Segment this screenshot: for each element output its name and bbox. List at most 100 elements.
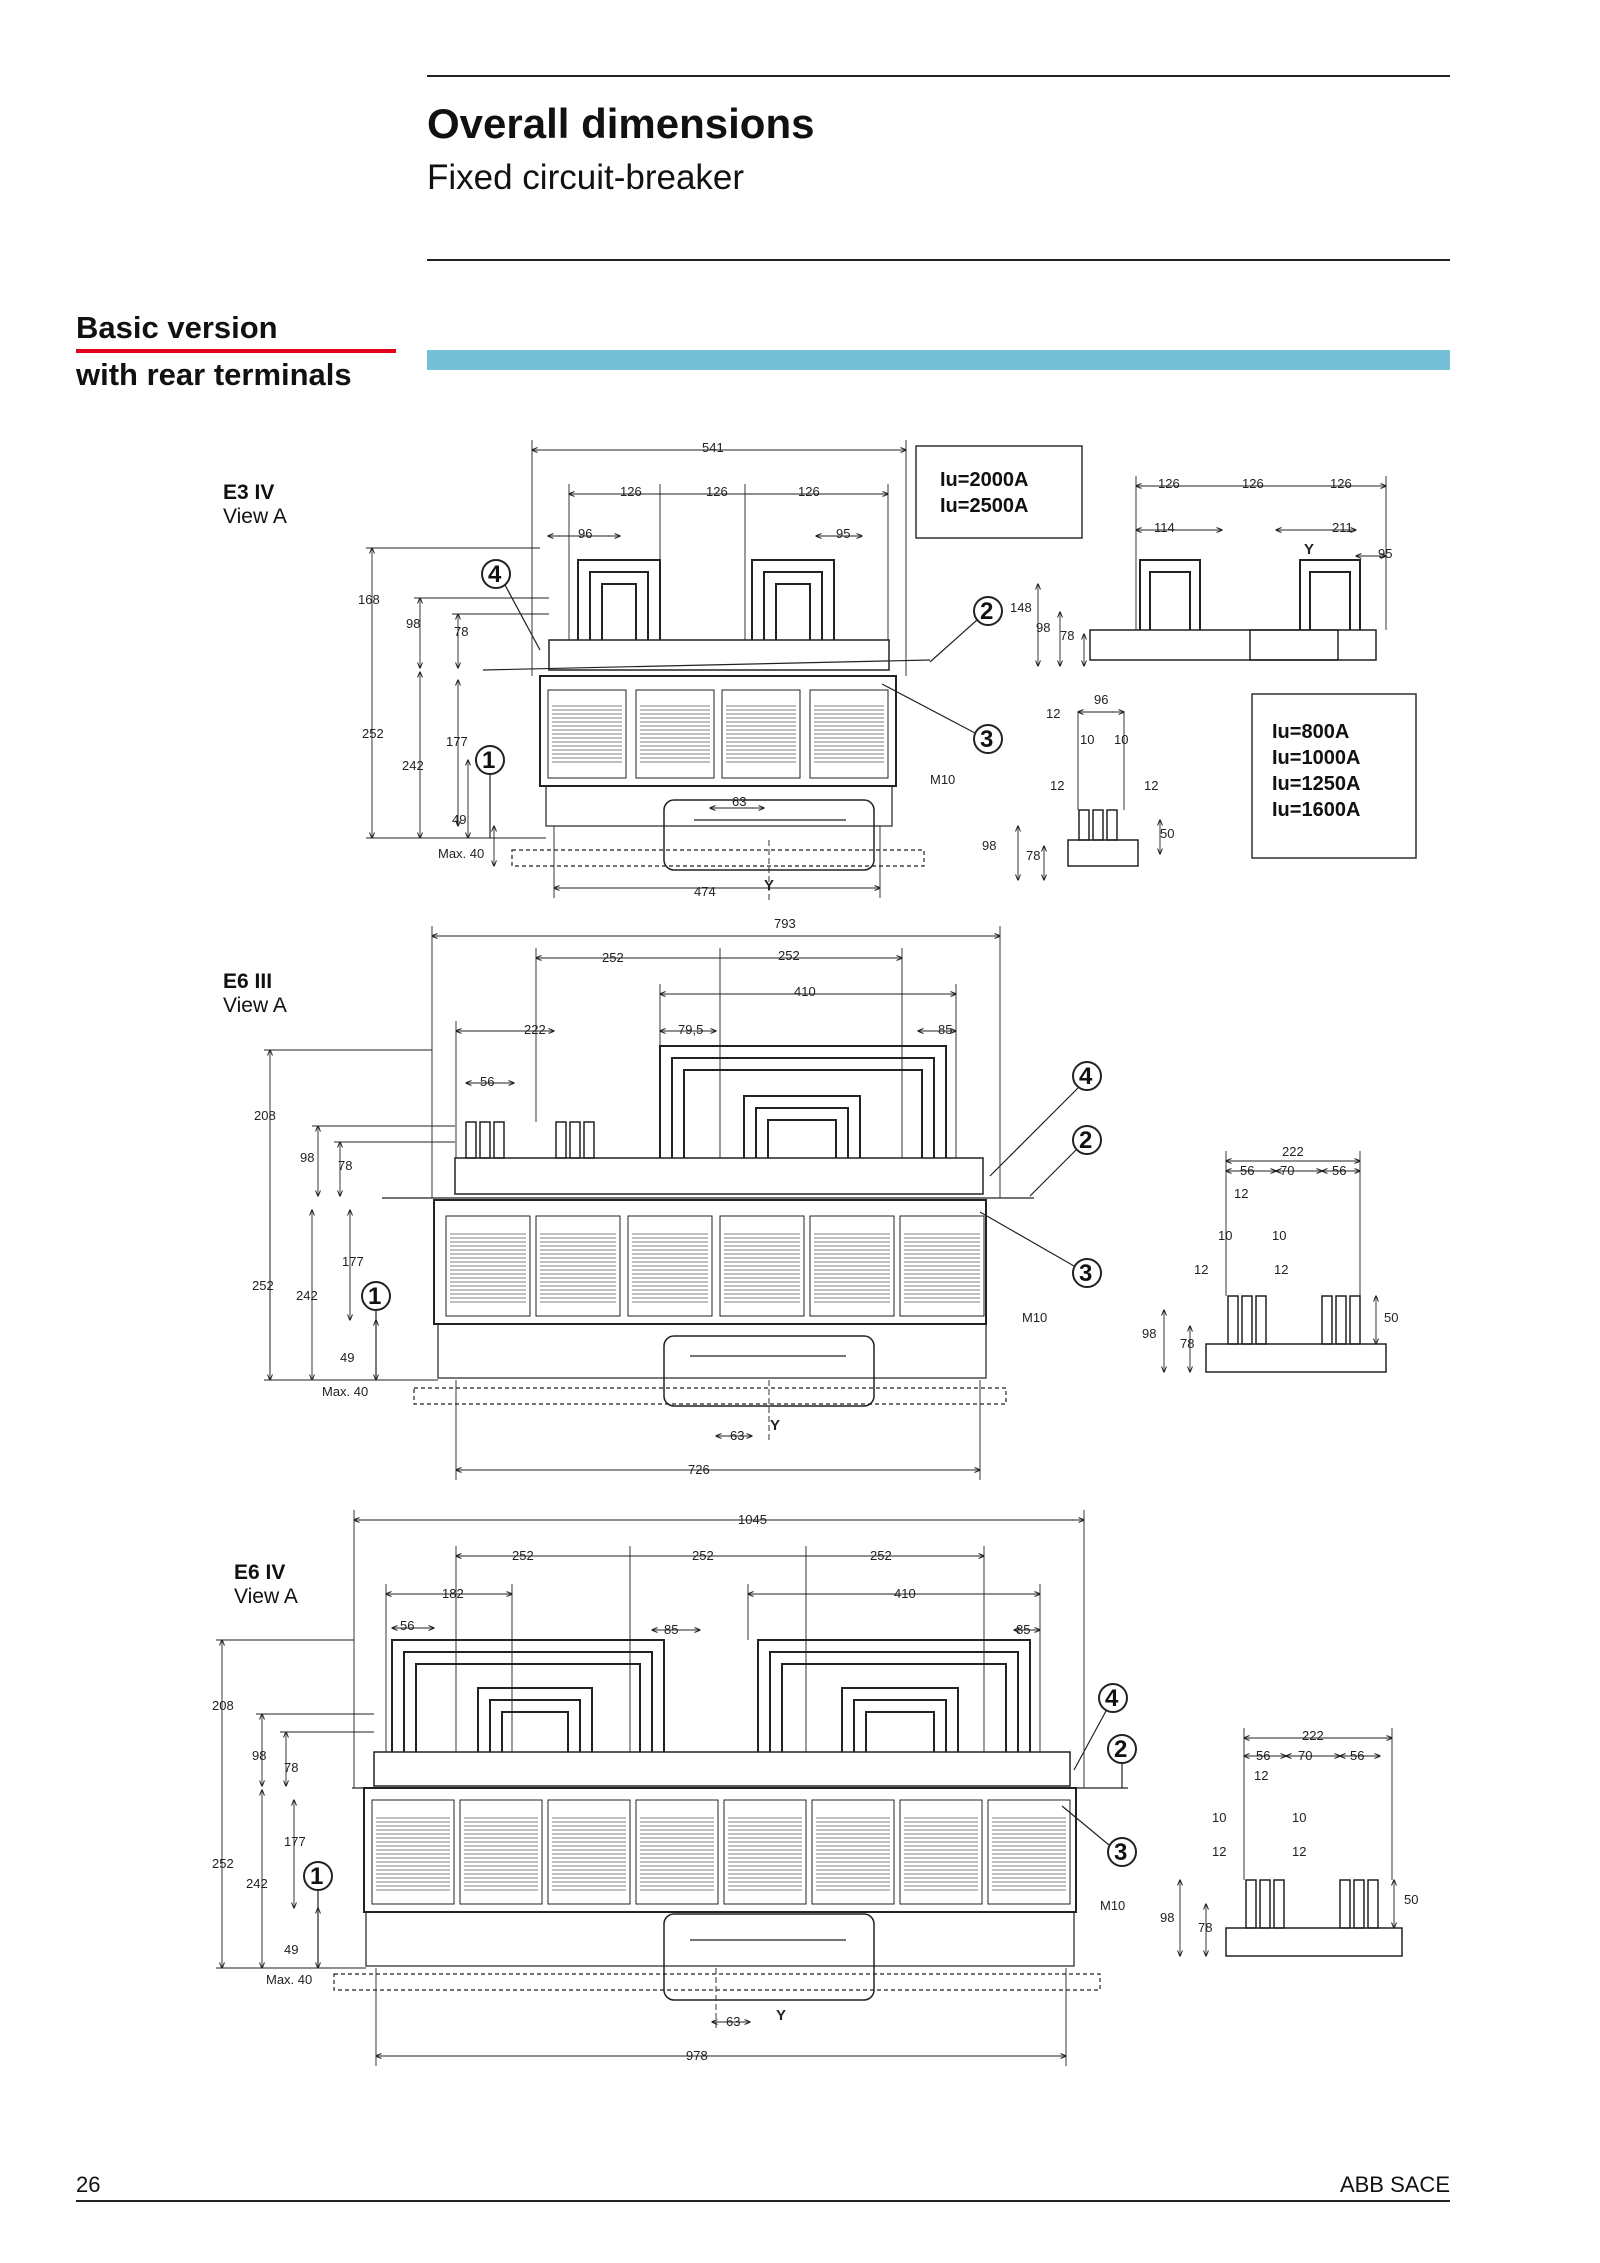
axis-label: Y [764,877,774,894]
dim-label: 56 [1350,1748,1364,1763]
dim-label: 96 [578,526,592,541]
dim-label: 85 [1016,1622,1030,1637]
dimension-text: 541 126 126 126 96 95 168 98 78 252 242 … [212,440,1418,2063]
dim-label: 242 [402,758,424,773]
view-name: E6 III [223,970,273,993]
dim-label: 98 [300,1150,314,1165]
dim-label: 114 [1154,520,1175,535]
svg-text:2: 2 [1114,1736,1127,1763]
dim-label: 56 [1256,1748,1270,1763]
axis-label: Y [776,2007,786,2024]
callout-3-icon: 3 [881,683,1003,754]
callout-1-icon: 1 [361,1281,391,1380]
svg-text:3: 3 [1079,1260,1092,1287]
axis-label: Y [770,1417,780,1434]
dim-label: 410 [894,1586,916,1601]
dim-label: 96 [1094,692,1108,707]
dim-label: 10 [1114,732,1128,747]
view-name: E3 IV [223,481,275,504]
dim-label: 252 [692,1548,714,1563]
view-caption: View A [223,994,287,1017]
dim-label: 85 [664,1622,678,1637]
dim-label: 252 [252,1278,274,1293]
view-caption: View A [223,505,287,528]
dim-label: 474 [694,884,716,899]
view-name: E6 IV [234,1561,286,1584]
dim-label: 12 [1254,1768,1268,1783]
dim-label: 126 [798,484,820,499]
dim-label: 410 [794,984,816,999]
header-rule [427,259,1450,261]
callout-3-icon: 3 [979,1211,1102,1288]
dim-label: 211 [1332,520,1353,535]
svg-text:4: 4 [1105,1685,1119,1712]
dim-label: 252 [362,726,384,741]
callout-4-icon: 4 [989,1061,1102,1177]
dim-label: 49 [284,1942,298,1957]
svg-text:3: 3 [1114,1839,1127,1866]
dim-label: 50 [1404,1892,1418,1907]
view-label-e6iv: E6 IV View A [234,1561,298,1609]
dim-label: 78 [1060,628,1074,643]
dim-label: M10 [1100,1898,1125,1913]
dim-label: 12 [1274,1262,1288,1277]
rating-text: Iu=1000A [1272,747,1360,769]
dim-label: 168 [358,592,380,607]
page-subtitle: Fixed circuit-breaker [427,158,745,197]
dim-label: 252 [602,950,624,965]
dim-label: 10 [1218,1228,1232,1243]
dim-label: M10 [930,772,955,787]
dim-label: 10 [1212,1810,1226,1825]
dim-label: 148 [1010,600,1032,615]
dim-label: 78 [1198,1920,1212,1935]
dim-label: 177 [342,1254,364,1269]
dim-label: 12 [1046,706,1060,721]
dim-label: 98 [406,616,420,631]
dim-label: 70 [1280,1163,1294,1178]
dim-label: 222 [1302,1728,1324,1743]
dim-label: 56 [1332,1163,1346,1178]
dim-label: 126 [706,484,728,499]
dim-label: 78 [338,1158,352,1173]
dim-label: 177 [284,1834,306,1849]
dim-label: Max. 40 [438,846,484,861]
dim-label: 85 [938,1022,952,1037]
axis-label: Y [1304,541,1314,558]
svg-text:3: 3 [980,726,993,753]
dim-label: 70 [1298,1748,1312,1763]
view-label-e3iv: E3 IV View A [223,481,287,529]
drawing-e3iv: 4 2 3 1 [366,440,1417,900]
callout-1-icon: 1 [475,745,505,838]
callout-4-icon: 4 [1073,1683,1128,1771]
dim-label: 56 [1240,1163,1254,1178]
dim-label: 49 [452,812,466,827]
dim-label: M10 [1022,1310,1047,1325]
dim-label: 50 [1160,826,1174,841]
dim-label: 252 [212,1856,234,1871]
dim-label: 12 [1292,1844,1306,1859]
svg-text:1: 1 [310,1863,323,1890]
callout-1-icon: 1 [303,1861,333,1968]
top-rule [427,75,1450,77]
dim-label: 793 [774,916,796,931]
section-band [427,350,1450,370]
dim-label: 12 [1212,1844,1226,1859]
dim-label: 1045 [738,1512,767,1527]
dim-label: 182 [442,1586,464,1601]
dim-label: 79,5 [678,1022,703,1037]
dim-label: 126 [1158,476,1180,491]
dim-label: 56 [400,1618,414,1633]
rating-text: Iu=1600A [1272,799,1360,821]
dim-label: 78 [284,1760,298,1775]
callout-3-icon: 3 [1061,1805,1137,1867]
drawing-e6iv: 4 2 3 1 [216,1510,1403,2066]
dim-label: 98 [982,838,996,853]
dim-label: 98 [1142,1326,1156,1341]
callout-2-icon: 2 [1107,1734,1137,1788]
dim-label: 50 [1384,1310,1398,1325]
dim-label: 98 [1160,1910,1174,1925]
section-underline [76,349,396,353]
dim-label: 95 [1378,546,1392,561]
rating-text: Iu=1250A [1272,773,1360,795]
